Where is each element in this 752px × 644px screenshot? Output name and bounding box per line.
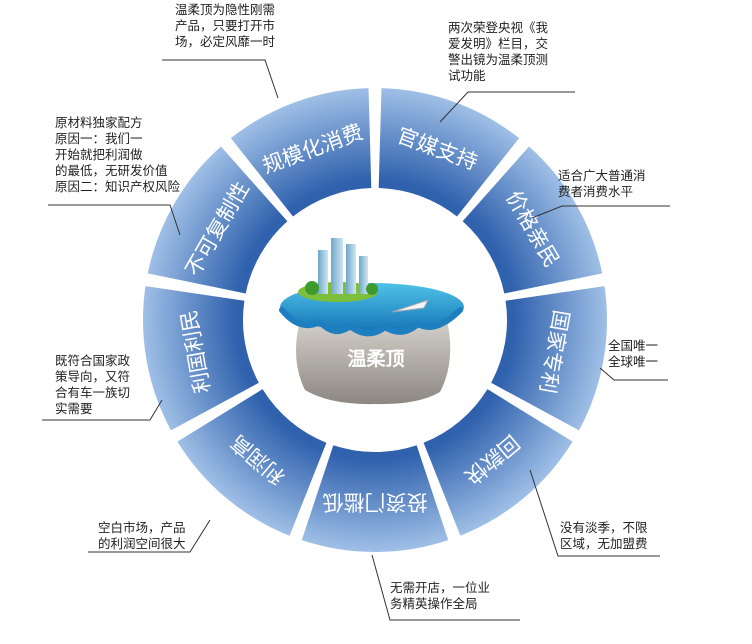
ring-segment-8: 不可复制性	[147, 146, 288, 294]
note-line: 区域，无加盟费	[560, 536, 648, 551]
leader-line	[371, 554, 520, 621]
ring-segment-7: 利国利民	[142, 286, 259, 431]
ring-segment-4: 回款快	[423, 389, 573, 536]
building	[359, 256, 368, 294]
note-line: 适合广大普通消	[558, 168, 646, 183]
note-line: 的利润空间很大	[98, 536, 186, 551]
note-line: 实需要	[55, 401, 93, 416]
ring-segment-3: 国家专利	[491, 286, 607, 431]
note-line: 没有淡季，不限	[560, 520, 648, 535]
leader-line	[531, 205, 670, 219]
note-6: 空白市场，产品的利润空间很大	[98, 520, 186, 552]
building	[318, 250, 328, 294]
ring-segment-label: 投资门槛低	[323, 490, 428, 514]
note-line: 原因一：我们一	[55, 131, 143, 146]
note-line: 场，必定风靡一时	[175, 34, 276, 49]
ring-segment-shape	[423, 389, 573, 536]
note-line: 费者消费水平	[558, 184, 634, 199]
note-4: 没有淡季，不限区域，无加盟费	[560, 520, 648, 552]
note-line: 开始就把利润做	[55, 147, 143, 162]
note-7: 既符合国家政策导向，又符合有车一族切实需要	[55, 353, 130, 417]
ring-segment-1: 官媒支持	[378, 88, 520, 217]
tree	[305, 281, 319, 295]
building	[346, 244, 356, 294]
note-line: 爱发明》栏目，交	[448, 36, 549, 51]
note-line: 温柔顶为隐性刚需	[175, 2, 276, 17]
note-line: 空白市场，产品	[98, 520, 186, 535]
note-line: 全国唯一	[608, 338, 659, 353]
ring-segment-shape	[491, 286, 607, 431]
leader-line	[599, 367, 668, 381]
ring-segment-2: 价格亲民	[462, 146, 603, 294]
leader-line	[439, 91, 575, 123]
leader-line	[529, 469, 660, 557]
leader-line	[162, 59, 279, 99]
building	[331, 238, 343, 294]
leader-line	[48, 204, 181, 236]
note-3: 全国唯一全球唯一	[608, 338, 658, 370]
note-line: 务精英操作全局	[390, 596, 478, 611]
center-island-graphic: 温柔顶	[279, 238, 464, 405]
center-label: 温柔顶	[347, 348, 404, 370]
tree	[366, 283, 378, 295]
ring-segment-9: 规模化消费	[230, 88, 372, 217]
note-line: 无需开店，一位业	[390, 580, 491, 595]
ring-segment-6: 利润高	[177, 389, 327, 536]
rock-shape	[296, 320, 451, 405]
note-5: 无需开店，一位业务精英操作全局	[390, 580, 490, 612]
leader-line	[88, 519, 211, 553]
note-line: 全球唯一	[608, 354, 659, 369]
note-8: 原材料独家配方原因一：我们一开始就把利润做的最低，无研发价值原因二：知识产权风险	[55, 115, 180, 195]
ring-segment-5: 投资门槛低	[301, 445, 449, 552]
note-9: 温柔顶为隐性刚需产品，只要打开市场，必定风靡一时	[175, 2, 275, 50]
note-1: 两次荣登央视《我爱发明》栏目，交警出镜为温柔顶测试功能	[448, 20, 548, 84]
ring-segment-shape	[378, 88, 520, 217]
water-splash	[279, 307, 463, 337]
note-line: 既符合国家政	[55, 353, 131, 368]
note-line: 原因二：知识产权风险	[55, 179, 181, 194]
ring-segment-shape	[462, 146, 603, 294]
note-line: 试功能	[448, 68, 486, 83]
note-2: 适合广大普通消费者消费水平	[558, 168, 646, 200]
note-line: 产品，只要打开市	[175, 18, 276, 33]
note-line: 警出镜为温柔顶测	[448, 52, 549, 67]
ring-segment-shape	[142, 286, 259, 431]
ring-segment-shape	[147, 146, 288, 294]
ship-icon	[391, 299, 429, 313]
leader-line	[42, 399, 163, 421]
ring-segment-shape	[177, 389, 327, 536]
note-line: 两次荣登央视《我	[448, 20, 549, 35]
note-line: 合有车一族切	[55, 385, 131, 400]
ring-segment-shape	[301, 445, 449, 552]
note-line: 策导向，又符	[55, 369, 131, 384]
note-line: 的最低，无研发价值	[55, 163, 168, 178]
ring-segment-shape	[230, 88, 372, 217]
leader-lines	[42, 59, 670, 621]
note-line: 原材料独家配方	[55, 115, 143, 130]
